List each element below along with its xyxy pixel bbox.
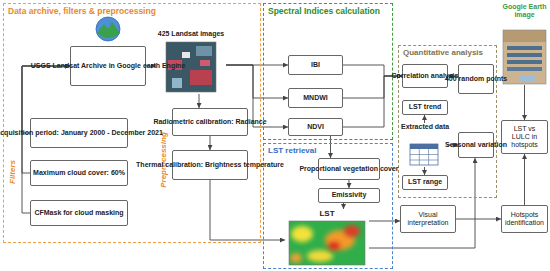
box-label: USGS Landsat Archive in Google earth Eng…	[31, 62, 186, 70]
map-frame	[289, 221, 365, 265]
process-box: Visual interpretation	[400, 205, 456, 233]
process-box: NDVI	[288, 118, 343, 136]
table-icon	[410, 144, 438, 165]
box-label: 400 random points	[445, 75, 507, 83]
group-title: Spectral Indices calculation	[268, 6, 388, 16]
image-patch	[182, 52, 190, 58]
box-label: CFMask for cloud masking	[34, 209, 123, 217]
flow-arrow	[210, 136, 211, 150]
map-patch	[344, 225, 360, 237]
box-label: MNDWI	[303, 94, 328, 102]
group-title: LST retrieval	[268, 146, 388, 155]
photo-panel	[507, 53, 542, 57]
box-label: Radiometric calibration: Radiance	[153, 118, 266, 126]
process-box: LST vs LULC in hotspots	[501, 120, 548, 154]
box-label: Hotspots identification	[504, 211, 545, 227]
group-panel: Data archive, filters & preprocessingUSG…	[3, 3, 261, 243]
panel-heading: Google Earth image	[501, 3, 548, 19]
flow-arrow	[456, 219, 501, 220]
photo-patch	[520, 75, 536, 81]
flow-arrow	[210, 180, 285, 240]
flow-arrow	[199, 94, 200, 108]
gee-logo	[96, 17, 120, 41]
process-box: USGS Landsat Archive in Google earth Eng…	[70, 46, 146, 86]
photo-panel	[507, 60, 542, 64]
side-label: Filters	[8, 160, 17, 184]
process-box: Emissivity	[318, 188, 380, 203]
flow-arrow	[424, 115, 425, 123]
photo-panel	[507, 46, 542, 50]
logo-ring	[96, 17, 120, 41]
process-box: MNDWI	[288, 88, 343, 108]
box-label: Seasonal variation	[445, 141, 507, 149]
box-label: Emissivity	[332, 191, 367, 199]
photo-frame	[503, 30, 546, 84]
process-box: IBI	[288, 55, 343, 75]
google-earth-photo	[503, 30, 546, 84]
lst-map	[289, 221, 365, 265]
flow-arrow	[424, 167, 425, 175]
photo-panel	[507, 67, 542, 71]
flow-arrow	[226, 65, 288, 98]
map-patch	[290, 253, 302, 263]
photo-ground	[503, 30, 546, 84]
group-panel: Spectral Indices calculationIBI MNDWI NDVI	[263, 3, 393, 140]
flow-arrow	[343, 76, 402, 98]
flow-arrow	[343, 203, 344, 209]
map-patch	[307, 250, 333, 262]
process-box: Acquisition period: January 2000 - Decem…	[30, 118, 128, 148]
table-header	[410, 144, 438, 149]
side-label: Preprocessing	[159, 132, 168, 188]
process-box: Maximum cloud cover: 60%	[30, 160, 128, 186]
image-panel: LST	[285, 209, 369, 267]
table-grid	[410, 149, 438, 165]
process-box: Radiometric calibration: Radiance	[172, 108, 248, 136]
map-patch	[291, 226, 313, 242]
panel-heading: 425 Landsat images	[156, 30, 226, 38]
group-title: Data archive, filters & preprocessing	[8, 6, 256, 16]
process-box: Correlation analysis	[402, 64, 448, 88]
logo-mountain	[97, 22, 120, 38]
map-patch	[328, 242, 340, 250]
process-box: 400 random points	[458, 64, 494, 94]
panel-heading: LST	[285, 209, 369, 218]
logo-globe	[96, 17, 120, 41]
process-box: Proportional vegetation cover	[318, 158, 380, 180]
image-patch	[196, 46, 212, 56]
process-box: LST trend	[402, 100, 448, 115]
box-label: Thermal calibration: Brightness temperat…	[136, 161, 284, 169]
flow-arrow	[524, 154, 525, 205]
image-panel: Extracted data	[401, 123, 447, 167]
box-label: Proportional vegetation cover	[299, 165, 398, 173]
flow-arrow	[369, 221, 400, 222]
table-frame	[410, 144, 438, 165]
flow-arrow	[524, 85, 525, 120]
image-panel: Google Earth image	[501, 3, 548, 85]
process-box: Thermal calibration: Brightness temperat…	[172, 150, 248, 180]
box-label: NDVI	[307, 123, 324, 131]
process-box: CFMask for cloud masking	[30, 200, 128, 226]
box-label: LST vs LULC in hotspots	[504, 125, 545, 149]
box-label: Acquisition period: January 2000 - Decem…	[0, 129, 163, 137]
image-patch	[190, 70, 212, 85]
box-label: LST trend	[409, 103, 442, 111]
process-box: Seasonal variation	[458, 132, 494, 158]
map-ground	[289, 221, 365, 265]
group-title: Quantitative analysis	[403, 48, 492, 57]
image-patch	[172, 78, 182, 88]
photo-patch	[503, 30, 546, 42]
panel-heading: Extracted data	[401, 123, 447, 131]
process-box: LST range	[402, 175, 448, 190]
box-label: LST range	[408, 178, 442, 186]
box-label: IBI	[311, 61, 320, 69]
image-patch	[200, 60, 210, 66]
flow-arrow	[343, 76, 402, 127]
group-panel: Quantitative analysisCorrelation analysi…	[398, 45, 497, 198]
process-box: Hotspots identification	[501, 205, 548, 233]
box-label: Visual interpretation	[403, 211, 453, 227]
box-label: Maximum cloud cover: 60%	[33, 169, 125, 177]
flow-arrow	[349, 180, 350, 188]
